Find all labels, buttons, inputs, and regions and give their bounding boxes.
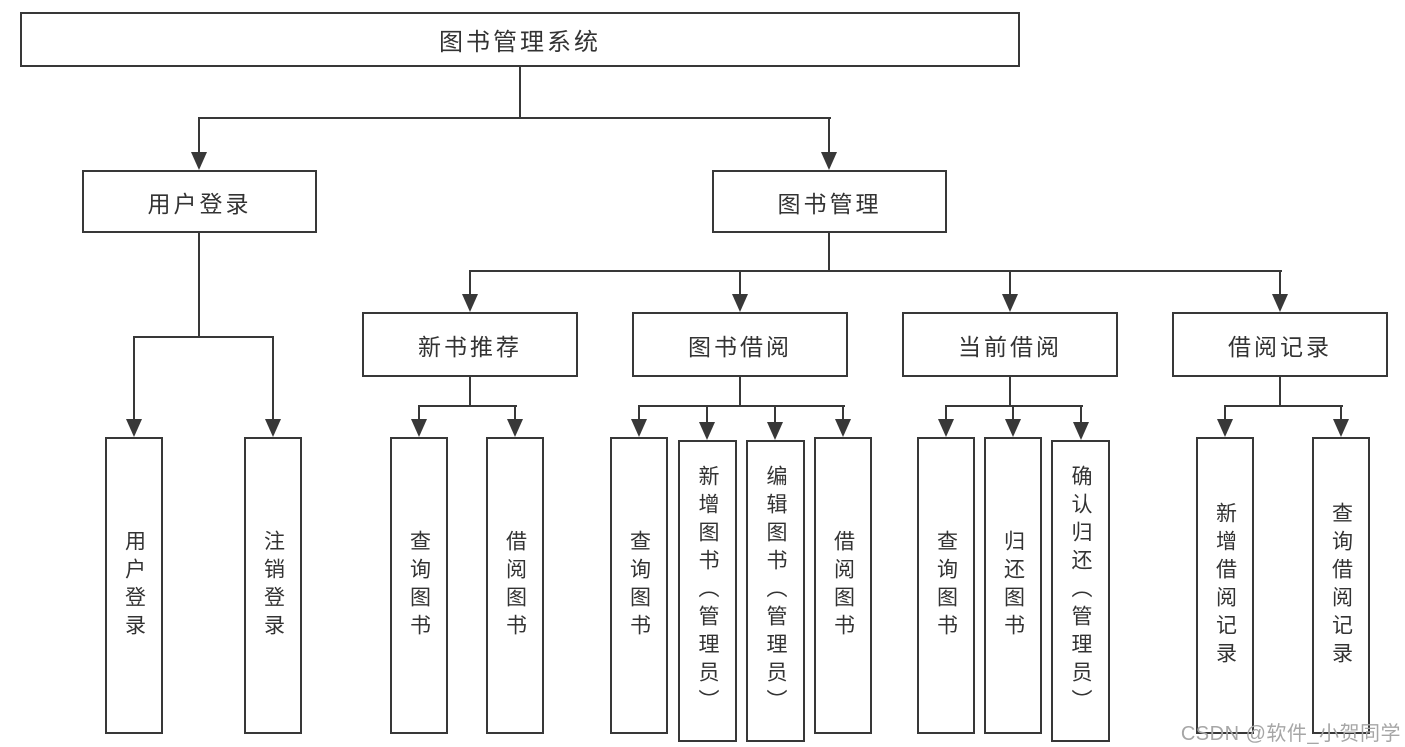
connector-line	[706, 405, 708, 423]
node-borrow-records: 借阅记录	[1172, 312, 1388, 377]
arrow-down-icon	[265, 419, 281, 437]
connector-line	[1080, 405, 1082, 423]
node-book-management: 图书管理	[712, 170, 947, 233]
arrow-down-icon	[1272, 294, 1288, 312]
node-root-label: 图书管理系统	[439, 29, 601, 56]
connector-line	[842, 405, 844, 420]
connector-line	[469, 270, 471, 295]
connector-line	[272, 336, 274, 420]
node-user-login-label: 用户登录	[147, 190, 252, 217]
connector-line	[774, 405, 776, 423]
connector-line	[1340, 405, 1342, 420]
connector-line	[519, 67, 521, 118]
connector-line	[198, 233, 200, 337]
connector-line	[945, 405, 1083, 407]
arrow-down-icon	[767, 422, 783, 440]
connector-line	[469, 270, 1282, 272]
connector-line	[133, 336, 135, 420]
leaf-borrow-books-2: 借阅图书	[814, 437, 872, 734]
connector-line	[739, 270, 741, 295]
connector-line	[133, 336, 274, 338]
leaf-add-borrow-record: 新增借阅记录	[1196, 437, 1254, 734]
node-root-system: 图书管理系统	[20, 12, 1020, 67]
node-new-book-recommend: 新书推荐	[362, 312, 578, 377]
connector-line	[1009, 377, 1011, 407]
connector-line	[1279, 377, 1281, 407]
arrow-down-icon	[126, 419, 142, 437]
arrow-down-icon	[507, 419, 523, 437]
leaf-add-books-admin: 新增图书（管理员）	[678, 440, 737, 742]
leaf-confirm-return-admin: 确认归还（管理员）	[1051, 440, 1110, 742]
arrow-down-icon	[835, 419, 851, 437]
node-new-book-recommend-label: 新书推荐	[418, 333, 522, 360]
connector-line	[828, 117, 830, 153]
connector-line	[638, 405, 640, 420]
arrow-down-icon	[821, 152, 837, 170]
leaf-query-books-3: 查询图书	[917, 437, 975, 734]
node-user-login: 用户登录	[82, 170, 317, 233]
arrow-down-icon	[1002, 294, 1018, 312]
connector-line	[514, 405, 516, 420]
arrow-down-icon	[462, 294, 478, 312]
connector-line	[469, 377, 471, 407]
arrow-down-icon	[938, 419, 954, 437]
arrow-down-icon	[1333, 419, 1349, 437]
leaf-return-books: 归还图书	[984, 437, 1042, 734]
connector-line	[198, 117, 831, 119]
arrow-down-icon	[411, 419, 427, 437]
arrow-down-icon	[699, 422, 715, 440]
node-book-borrow-label: 图书借阅	[688, 333, 792, 360]
connector-line	[828, 233, 830, 272]
connector-line	[198, 117, 200, 153]
node-book-management-label: 图书管理	[777, 190, 882, 217]
arrow-down-icon	[1217, 419, 1233, 437]
node-current-borrow: 当前借阅	[902, 312, 1118, 377]
connector-line	[418, 405, 420, 420]
node-current-borrow-label: 当前借阅	[958, 333, 1062, 360]
leaf-query-books-1: 查询图书	[390, 437, 448, 734]
arrow-down-icon	[732, 294, 748, 312]
connector-line	[1224, 405, 1343, 407]
arrow-down-icon	[191, 152, 207, 170]
node-book-borrow: 图书借阅	[632, 312, 848, 377]
leaf-borrow-books-1: 借阅图书	[486, 437, 544, 734]
connector-line	[638, 405, 845, 407]
arrow-down-icon	[1073, 422, 1089, 440]
node-borrow-records-label: 借阅记录	[1228, 333, 1332, 360]
leaf-query-borrow-record: 查询借阅记录	[1312, 437, 1370, 734]
connector-line	[1279, 270, 1281, 295]
leaf-user-login: 用户登录	[105, 437, 163, 734]
leaf-query-books-2: 查询图书	[610, 437, 668, 734]
arrow-down-icon	[631, 419, 647, 437]
connector-line	[1009, 270, 1011, 295]
arrow-down-icon	[1005, 419, 1021, 437]
connector-line	[1012, 405, 1014, 420]
connector-line	[1224, 405, 1226, 420]
connector-line	[739, 377, 741, 407]
connector-line	[945, 405, 947, 420]
connector-line	[418, 405, 517, 407]
csdn-watermark: CSDN @软件_小贺同学	[1180, 723, 1401, 745]
leaf-logout: 注销登录	[244, 437, 302, 734]
leaf-edit-books-admin: 编辑图书（管理员）	[746, 440, 805, 742]
